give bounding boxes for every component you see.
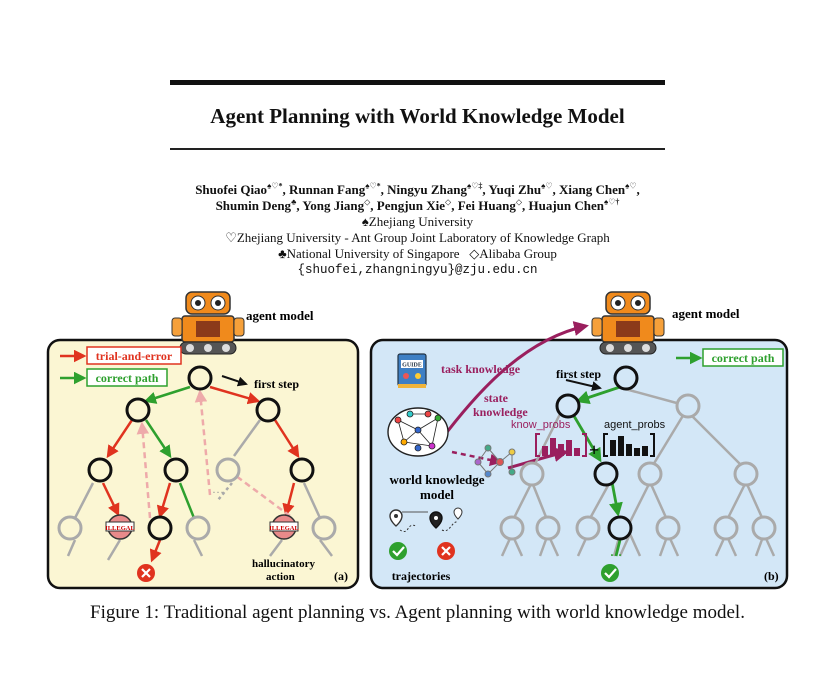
tree-edges-a [66, 375, 333, 563]
knowledge-label: knowledge [473, 405, 528, 419]
author: Huajun Chen [528, 198, 605, 213]
legend-box-trial [86, 346, 182, 365]
author-mark: ♣ [291, 197, 297, 207]
author-mark: ♠♡* [267, 181, 283, 191]
legend-box-correct-b [702, 348, 784, 367]
check-icon-b1 [389, 542, 407, 560]
author-mark: ♠♡ [625, 181, 637, 191]
tree-nodes-a [57, 365, 337, 541]
author-mark: ♠♡‡ [466, 181, 483, 191]
wkm-label-line2: model [420, 487, 454, 502]
first-step-label-a: first step [254, 377, 299, 391]
wkm-label-line1: world knowledge [390, 472, 485, 487]
check-icon-b2 [601, 564, 619, 582]
affiliation-nus: ♣National University of Singapore [278, 246, 460, 261]
figure-caption: Figure 1: Traditional agent planning vs.… [90, 602, 745, 623]
title-top-rule [170, 80, 665, 85]
author: Ningyu Zhang [387, 182, 467, 197]
agent-model-label-a: agent model [246, 308, 314, 323]
panel-b-tag: (b) [764, 569, 779, 583]
tree-nodes-b [499, 365, 777, 541]
action-label: action [266, 571, 295, 583]
know-probs-label: know_probs [511, 419, 571, 431]
illegal-sign-icon-2: ILLEGAL [269, 514, 299, 540]
affiliation-2: ♡Zhejiang University - Ant Group Joint L… [225, 230, 610, 245]
author-email: {shuofei,zhangningyu}@zju.edu.cn [297, 263, 538, 277]
first-step-label-b: first step [556, 367, 601, 381]
author-line-1: Shuofei Qiao♠♡*, Runnan Fang♠♡*, Ningyu … [195, 181, 640, 197]
affiliation-3: ♣National University of Singapore ◇Aliba… [120, 246, 715, 262]
author: Fei Huang [457, 198, 516, 213]
ellipsis-b: … [610, 545, 622, 559]
author-mark: ◇ [364, 197, 371, 207]
map-pin-icon-1 [389, 509, 417, 532]
brain-network-icon [387, 407, 449, 457]
author: Runnan Fang [288, 182, 366, 197]
author-block: Shuofei Qiao♠♡*, Runnan Fang♠♡*, Ningyu … [120, 182, 715, 278]
know-probs-histogram [535, 433, 587, 457]
author: Shuofei Qiao [195, 182, 268, 197]
affiliation-1: ♠Zhejiang University [361, 214, 474, 229]
robot-icon-a [171, 291, 245, 355]
fail-x-icon-b [437, 542, 455, 560]
map-pin-icon-2 [429, 507, 463, 532]
trajectories-label: trajectories [392, 569, 451, 583]
author: Xiang Chen [559, 182, 626, 197]
state-graph-icon [474, 444, 516, 478]
plus-sign: + [589, 440, 599, 460]
illegal-label-2: ILLEGAL [269, 525, 299, 532]
agent-probs-histogram [603, 433, 655, 457]
guide-book-icon: GUIDE [397, 353, 427, 388]
arrow-state-dashed [451, 450, 503, 467]
agent-probs-label: agent_probs [604, 419, 666, 431]
author-mark: ◇ [515, 197, 522, 207]
author: Shumin Deng [215, 198, 292, 213]
ellipsis-a: … [212, 482, 224, 496]
panel-a-tag: (a) [334, 569, 348, 583]
title-bottom-rule [170, 148, 665, 150]
tree-edges-b [500, 385, 776, 557]
illegal-label-1: ILLEGAL [105, 525, 135, 532]
illegal-sign-icon-1: ILLEGAL [105, 514, 135, 540]
legend-trial-and-error: trial-and-error [96, 349, 173, 363]
fail-x-icon-a [137, 564, 155, 582]
author: Yuqi Zhu [488, 182, 542, 197]
author: Yong Jiang [302, 198, 365, 213]
author: Pengjun Xie [376, 198, 446, 213]
first-step-arrow-b [565, 379, 602, 392]
hallucinatory-label: hallucinatory [252, 558, 315, 570]
author-mark: ♠♡ [541, 181, 553, 191]
author-mark: ♠♡* [365, 181, 381, 191]
state-label: state [484, 391, 509, 405]
agent-model-label-b: agent model [672, 306, 740, 321]
robot-icon-b [591, 291, 665, 355]
author-line-2: Shumin Deng♣, Yong Jiang◇, Pengjun Xie◇,… [215, 197, 620, 213]
author-mark: ♠♡† [604, 197, 620, 207]
legend-box-correct-a [86, 368, 168, 387]
guide-label: GUIDE [402, 363, 422, 369]
legend-correct-path-a: correct path [96, 371, 159, 385]
legend-correct-path-b: correct path [712, 351, 775, 365]
paper-title: Agent Planning with World Knowledge Mode… [210, 104, 625, 128]
affiliation-alibaba: ◇Alibaba Group [469, 246, 557, 261]
author-mark: ◇ [445, 197, 452, 207]
